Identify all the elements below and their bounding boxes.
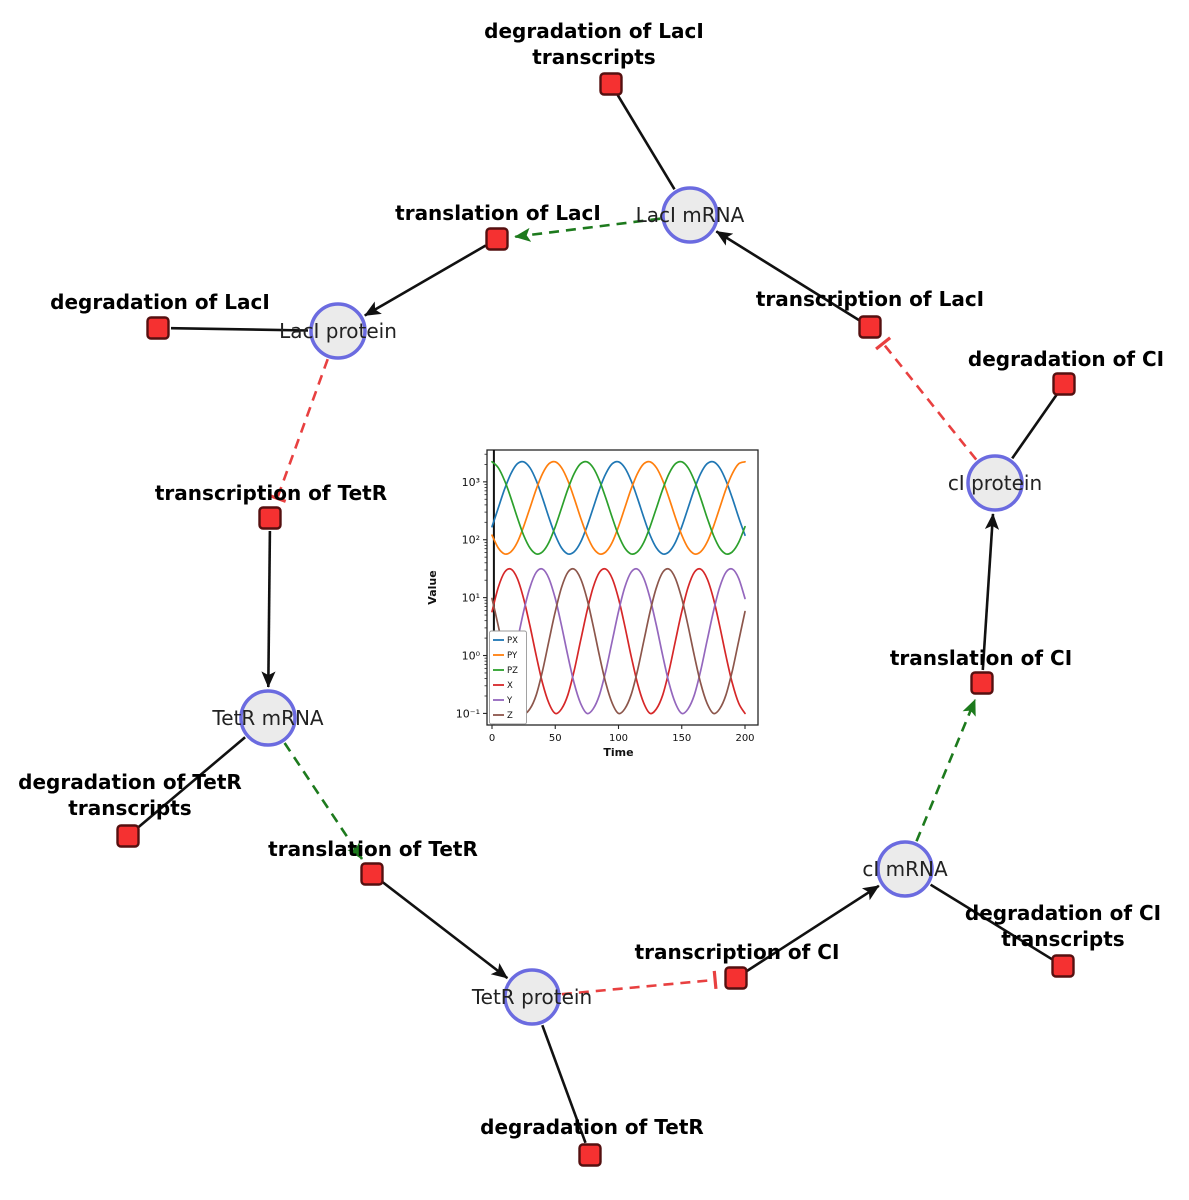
reaction-label-deg_tetr_tx-line0: degradation of TetR bbox=[18, 770, 242, 794]
x-tick-label: 50 bbox=[549, 733, 562, 744]
edge-consumption-tetr_mrna-deg_tetr_tx bbox=[137, 736, 246, 829]
reaction-node-deg_ci bbox=[1052, 372, 1076, 396]
reaction-label-deg_laci_tx-line0: degradation of LacI bbox=[484, 19, 704, 43]
legend-label-PY: PY bbox=[507, 651, 518, 661]
chart-series-Y bbox=[491, 567, 746, 715]
reaction-node-deg_tetr bbox=[578, 1143, 602, 1167]
chart-series-PZ bbox=[491, 460, 746, 555]
chart-series-PY bbox=[491, 460, 746, 555]
edge-consumption-ci_mrna-deg_ci_tx bbox=[929, 883, 1053, 961]
reaction-label-deg_ci-line0: degradation of CI bbox=[968, 347, 1164, 371]
edge-consumption-laci_mrna-deg_laci_tx bbox=[616, 94, 676, 190]
legend-label-Z: Z bbox=[507, 711, 513, 721]
reaction-label-translation_ci-line0: translation of CI bbox=[890, 646, 1072, 670]
edge-production-transcription_tetr-tetr_mrna bbox=[261, 530, 276, 688]
reaction-label-deg_tetr-line0: degradation of TetR bbox=[480, 1115, 704, 1139]
reaction-node-deg_tetr_tx bbox=[116, 824, 140, 848]
reaction-label-transcription_tetr-line0: transcription of TetR bbox=[155, 481, 387, 505]
reaction-node-transcription_ci bbox=[724, 966, 748, 990]
chart-series-PX bbox=[491, 460, 746, 555]
edge-production-translation_ci-ci_protein bbox=[981, 513, 1000, 671]
reaction-label-deg_tetr_tx-line1: transcripts bbox=[68, 796, 191, 820]
edge-layer bbox=[137, 94, 1058, 1144]
species-node-tetr_protein bbox=[503, 968, 561, 1026]
y-tick-label: 10⁰ bbox=[462, 650, 481, 663]
legend-label-Y: Y bbox=[506, 696, 513, 706]
reaction-label-deg_laci_tx-line1: transcripts bbox=[532, 45, 655, 69]
chart-legend: PX PY PZ XYZ bbox=[489, 630, 527, 725]
reaction-label-deg_ci_tx-line0: degradation of CI bbox=[965, 901, 1161, 925]
reaction-label-deg_ci_tx-line1: transcripts bbox=[1001, 927, 1124, 951]
node-layer bbox=[116, 72, 1076, 1167]
y-axis-label: Value bbox=[426, 570, 439, 604]
species-label-laci_mrna: LacI mRNA bbox=[636, 203, 745, 227]
x-tick-label: 150 bbox=[672, 733, 691, 744]
reaction-node-transcription_laci bbox=[858, 315, 882, 339]
x-axis-label: Time bbox=[603, 746, 633, 759]
species-label-ci_mrna: cI mRNA bbox=[862, 857, 948, 881]
species-node-laci_mrna bbox=[661, 186, 719, 244]
species-node-laci_protein bbox=[309, 302, 367, 360]
reaction-node-deg_laci bbox=[146, 316, 170, 340]
species-label-tetr_protein: TetR protein bbox=[471, 985, 592, 1009]
chart-series-group bbox=[491, 460, 746, 715]
edge-production-transcription_laci-laci_mrna bbox=[715, 230, 860, 322]
edge-inhibition-tetr_protein-transcription_ci bbox=[561, 970, 718, 996]
x-tick-label: 0 bbox=[489, 733, 495, 744]
edge-consumption-laci_protein-deg_laci bbox=[170, 326, 309, 332]
y-tick-label: 10¹ bbox=[462, 592, 480, 605]
x-tick-label: 200 bbox=[735, 733, 754, 744]
reaction-node-translation_laci bbox=[485, 227, 509, 251]
edge-modifier-laci_mrna-translation_laci bbox=[514, 217, 661, 242]
reaction-node-deg_laci_tx bbox=[599, 72, 623, 96]
reaction-node-deg_ci_tx bbox=[1051, 954, 1075, 978]
edge-inhibition-ci_protein-transcription_laci bbox=[875, 336, 978, 461]
reaction-label-transcription_laci-line0: transcription of LacI bbox=[756, 287, 984, 311]
legend-label-X: X bbox=[507, 681, 513, 691]
species-node-ci_mrna bbox=[876, 840, 934, 898]
edge-production-transcription_ci-ci_mrna bbox=[746, 884, 880, 973]
species-label-tetr_mrna: TetR mRNA bbox=[211, 706, 324, 730]
chart-series-Z bbox=[491, 567, 746, 715]
reaction-node-transcription_tetr bbox=[258, 506, 282, 530]
species-node-tetr_mrna bbox=[239, 689, 297, 747]
y-tick-label: 10³ bbox=[462, 476, 480, 489]
chart-plot-area bbox=[486, 449, 759, 726]
edge-production-translation_laci-laci_protein bbox=[364, 244, 487, 317]
species-label-ci_protein: cI protein bbox=[948, 471, 1042, 495]
species-node-ci_protein bbox=[966, 454, 1024, 512]
x-tick-label: 100 bbox=[609, 733, 628, 744]
reaction-label-transcription_ci-line0: transcription of CI bbox=[635, 940, 840, 964]
y-tick-label: 10² bbox=[462, 534, 480, 547]
legend-label-PZ: PZ bbox=[507, 666, 518, 676]
y-tick-label: 10⁻¹ bbox=[456, 707, 480, 720]
species-label-laci_protein: LacI protein bbox=[279, 319, 397, 343]
edge-consumption-tetr_protein-deg_tetr bbox=[541, 1024, 587, 1144]
edge-modifier-tetr_mrna-translation_tetr bbox=[283, 742, 364, 860]
reaction-label-translation_laci-line0: translation of LacI bbox=[395, 201, 601, 225]
legend-label-PX: PX bbox=[507, 636, 518, 646]
reaction-node-translation_tetr bbox=[360, 862, 384, 886]
edge-production-translation_tetr-tetr_protein bbox=[381, 880, 509, 980]
edge-modifier-ci_mrna-translation_ci bbox=[915, 698, 977, 842]
edge-inhibition-laci_protein-transcription_tetr bbox=[268, 358, 329, 503]
chart-series-X bbox=[491, 567, 746, 715]
edge-consumption-ci_protein-deg_ci bbox=[1011, 393, 1058, 460]
reaction-label-translation_tetr-line0: translation of TetR bbox=[268, 837, 478, 861]
reaction-node-translation_ci bbox=[970, 671, 994, 695]
reaction-label-deg_laci-line0: degradation of LacI bbox=[50, 290, 270, 314]
